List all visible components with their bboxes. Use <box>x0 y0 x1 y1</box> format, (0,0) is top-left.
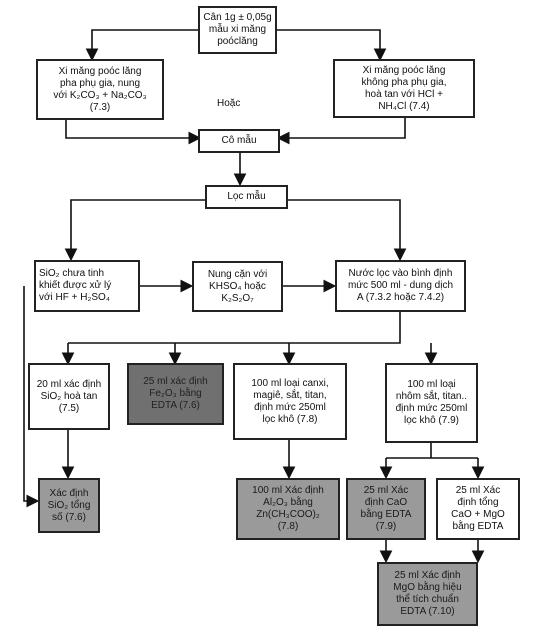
fe2o3-text: 25 ml xác định Fe₂O₃ bằng EDTA (7.6) <box>143 376 208 411</box>
cao-mgo-box: 25 ml Xác định tổng CaO + MgO bằng EDTA <box>436 478 520 540</box>
arrow-sio2-impure-to-sio2-total <box>23 286 40 508</box>
fe2o3-box: 25 ml xác định Fe₂O₃ bằng EDTA (7.6) <box>127 363 224 425</box>
arrow-opt74-to-concentrate <box>276 118 406 145</box>
option-74-text: Xi măng poóc lăng không pha phụ gia, hoà… <box>361 64 447 112</box>
arrow-opt73-to-concentrate <box>65 120 202 145</box>
sio2-dissolved-text: 20 ml xác định SiO₂ hoà tan (7.5) <box>36 378 102 414</box>
line-distribution <box>68 312 401 344</box>
filtrate-text: Nước lọc vào bình định mức 500 ml - dung… <box>347 268 454 303</box>
option-73-text: Xi măng poóc lăng pha phụ gia, nung với … <box>53 65 147 113</box>
arrow-filter-to-filtrate <box>288 199 407 262</box>
al2o3-text: 100 ml Xác định Al₂O₃ bằng Zn(CH₃COO)₂ (… <box>252 485 324 532</box>
arrow-filter-to-sio2-impure <box>64 199 205 262</box>
option-73-box: Xi măng poóc lăng pha phụ gia, nung với … <box>36 59 164 120</box>
start-text: Cân 1g ± 0,05g mẫu xi măng poóclăng <box>203 12 272 47</box>
sio2-impure-text: SiO₂ chưa tinh khiết được xử lý với HF +… <box>39 268 112 303</box>
cao-text: 25 ml Xác định CaO bằng EDTA (7.9) <box>360 485 412 532</box>
filter-box: Lọc mẫu <box>205 185 288 209</box>
fuse-box: Nung cặn với KHSO₄ hoặc K₂S₂O₇ <box>192 261 283 312</box>
option-74-box: Xi măng poóc lăng không pha phụ gia, hoà… <box>333 59 475 118</box>
cao-box: 25 ml Xác định CaO bằng EDTA (7.9) <box>346 478 426 540</box>
concentrate-box: Cô mẫu <box>198 129 280 153</box>
mgo-text: 25 ml Xác định MgO bằng hiệu thể tích ch… <box>393 570 462 617</box>
line-remove-al-branch <box>386 443 478 459</box>
sio2-dissolved-box: 20 ml xác định SiO₂ hoà tan (7.5) <box>28 363 110 430</box>
mgo-box: 25 ml Xác định MgO bằng hiệu thể tích ch… <box>377 562 478 626</box>
remove-ca-text: 100 ml loại canxi, magiê, sắt, titan, đị… <box>251 377 329 425</box>
start-box: Cân 1g ± 0,05g mẫu xi măng poóclăng <box>198 6 277 54</box>
arrow-start-to-opt74 <box>277 29 387 62</box>
remove-al-text: 100 ml loại nhôm sắt, titan.. định mức 2… <box>395 379 468 426</box>
filtrate-box: Nước lọc vào bình định mức 500 ml - dung… <box>335 260 466 312</box>
filter-text: Lọc mẫu <box>227 191 266 202</box>
remove-ca-box: 100 ml loại canxi, magiê, sắt, titan, đị… <box>233 363 347 440</box>
sio2-total-box: Xác định SiO₂ tổng số (7.6) <box>38 478 100 533</box>
sio2-impure-box: SiO₂ chưa tinh khiết được xử lý với HF +… <box>34 260 140 312</box>
or-label: Hoặc <box>217 98 241 109</box>
sio2-total-text: Xác định SiO₂ tổng số (7.6) <box>47 487 91 523</box>
cao-mgo-text: 25 ml Xác định tổng CaO + MgO bằng EDTA <box>451 485 505 532</box>
remove-al-box: 100 ml loại nhôm sắt, titan.. định mức 2… <box>385 363 478 443</box>
concentrate-text: Cô mẫu <box>221 135 257 146</box>
al2o3-box: 100 ml Xác định Al₂O₃ bằng Zn(CH₃COO)₂ (… <box>236 478 340 540</box>
arrow-start-to-opt73 <box>85 29 198 62</box>
fuse-text: Nung cặn với KHSO₄ hoặc K₂S₂O₇ <box>207 268 268 304</box>
